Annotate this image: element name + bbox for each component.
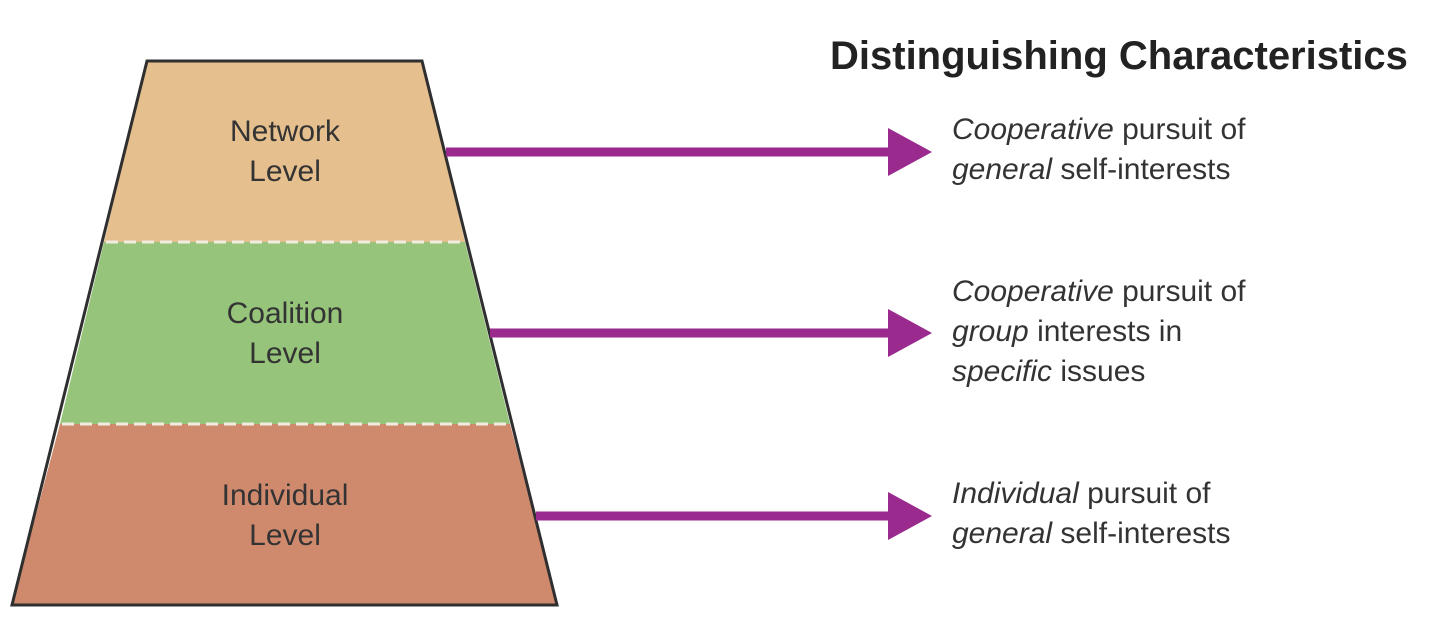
coalition-level-band bbox=[60, 242, 510, 424]
coalition-level-label-2: Level bbox=[249, 337, 321, 370]
pyramid-outline bbox=[10, 59, 559, 607]
emphasized-term: Cooperative bbox=[952, 113, 1114, 146]
characteristic-text: self-interests bbox=[1052, 517, 1231, 550]
characteristic-text: issues bbox=[1052, 355, 1146, 388]
characteristic-text: pursuit of bbox=[1113, 275, 1246, 308]
characteristic-text: self-interests bbox=[1052, 153, 1231, 186]
characteristic-line: group interests in bbox=[952, 312, 1246, 352]
network-level-band bbox=[104, 61, 465, 242]
characteristic-line: Cooperative pursuit of bbox=[952, 110, 1246, 150]
characteristics-heading: Distinguishing Characteristics bbox=[830, 34, 1408, 78]
characteristic-text: pursuit of bbox=[1113, 113, 1246, 146]
emphasized-term: Cooperative bbox=[952, 275, 1114, 308]
arrow-coalition bbox=[490, 309, 932, 357]
arrow-network bbox=[446, 128, 932, 176]
individual-level-band bbox=[12, 424, 557, 605]
arrow-individual bbox=[536, 492, 932, 540]
characteristic-line: general self-interests bbox=[952, 514, 1230, 554]
characteristic-line: Cooperative pursuit of bbox=[952, 272, 1246, 312]
characteristic-text: pursuit of bbox=[1078, 477, 1211, 510]
characteristic-text: interests in bbox=[1028, 315, 1183, 348]
arrow-network-head bbox=[888, 128, 932, 176]
coalition-level-label: Coalition bbox=[227, 297, 344, 330]
emphasized-term: specific bbox=[952, 355, 1053, 388]
emphasized-term: group bbox=[952, 315, 1029, 348]
individual-level-label-2: Level bbox=[249, 519, 321, 552]
emphasized-term: general bbox=[952, 517, 1053, 550]
network-level-label: Network bbox=[230, 115, 341, 148]
arrow-coalition-head bbox=[888, 309, 932, 357]
arrow-individual-head bbox=[888, 492, 932, 540]
characteristic-line: specific issues bbox=[952, 352, 1246, 392]
characteristic-line: general self-interests bbox=[952, 150, 1246, 190]
emphasized-term: Individual bbox=[952, 477, 1079, 510]
network-level-label-2: Level bbox=[249, 155, 321, 188]
individual-level-label: Individual bbox=[222, 479, 349, 512]
characteristic-line: Individual pursuit of bbox=[952, 474, 1230, 514]
emphasized-term: general bbox=[952, 153, 1053, 186]
